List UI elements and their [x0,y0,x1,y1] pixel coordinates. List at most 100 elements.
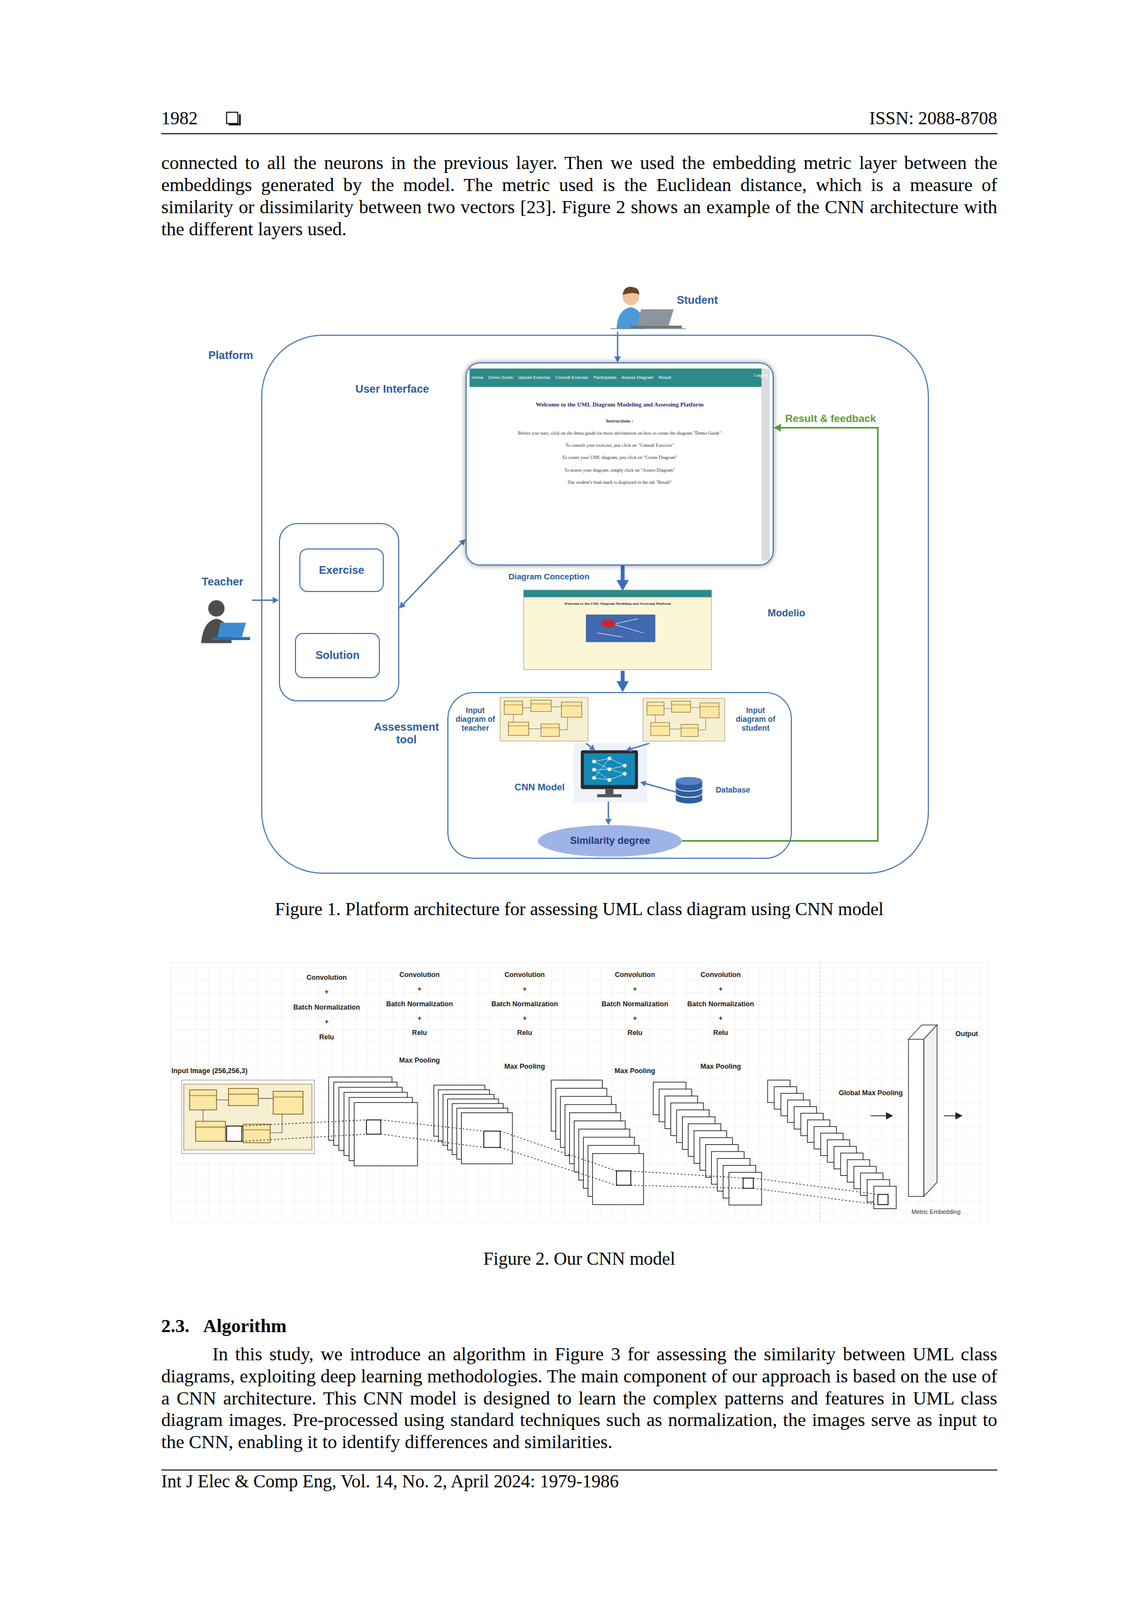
modelio-page [523,589,712,670]
layer-label: + [378,985,461,993]
layer-label: Batch Normalization [378,1000,461,1008]
monitor-frame [580,750,639,790]
layer-label: Relu [378,1028,461,1037]
cnn-backdrop [573,743,648,803]
exercise-box: Exercise [299,548,384,593]
node-label: Solution [315,648,360,662]
input-class-diagram [183,1084,313,1150]
header-rule [161,133,998,135]
layer-label: Convolution [378,970,461,979]
screen-nav-bar [469,368,763,387]
screen-title: Welcome to the UML Diagram Modeling and … [530,601,705,606]
pooling-arrow-head [885,1112,893,1120]
output-label: Output [955,1029,988,1038]
instruction-line: To create your UML diagram, just click o… [476,455,763,461]
layer-label: Max Pooling [378,1056,461,1065]
node-label: User Interface [355,382,458,396]
layer-label: Batch Normalization [286,1003,368,1012]
node-label: Similarity degree [569,834,650,847]
layer-label: Convolution [286,973,368,982]
input-label: Input Image (256,256,3) [171,1066,284,1075]
layer-label: Max Pooling [594,1066,676,1075]
layer-label: + [483,1014,566,1023]
input-image-frame [181,1080,315,1154]
network-node [592,767,596,772]
connector [616,670,630,693]
layer-label: Max Pooling [679,1062,762,1071]
cnn-model-icon: CNN Model [580,750,641,802]
connector-line [630,743,650,750]
screen-scroll-shadow [761,368,770,560]
teacher-class-diagram [500,696,589,741]
output-prism-front [908,1039,924,1197]
feature-map [592,1153,644,1205]
connector [640,780,678,793]
student-hair [622,286,640,295]
instruction-line: The student's final mark is displayed in… [476,479,763,486]
connector [625,743,650,752]
layer-label: Relu [679,1028,762,1037]
monitor-base [596,794,622,798]
layer-label: Batch Normalization [679,1000,762,1008]
feature-maps [328,1076,897,1209]
database-bands [675,786,703,797]
node-label: Diagram Conception [508,571,611,581]
teacher-laptop-base [212,636,250,641]
instruction-heading: Instructions : [476,418,763,425]
connector [399,538,466,609]
pooling-arrow-line [870,1115,888,1117]
body-paragraph: In this study, we introduce an algorithm… [161,1343,998,1453]
figure-2-art [170,962,989,1222]
kernel-square [366,1119,382,1135]
arrow-head [458,538,466,546]
arrow-head [616,680,630,692]
student-laptop [636,309,674,326]
similarity-ellipse: Similarity degree [537,825,683,857]
arrow-head [773,423,781,432]
modelio-links [596,618,643,637]
layer-label: + [594,985,676,993]
node-label: Input diagram of student [731,705,781,733]
body-paragraph: connected to all the neurons in the prev… [161,151,998,241]
network-nodes [592,756,627,782]
node-label: CNN Model [514,781,579,794]
connector [252,596,279,604]
network-node [607,778,612,782]
layer-label: Global Max Pooling [830,1089,912,1097]
network-node [592,775,596,780]
modelio-canvas [585,614,656,643]
section-title: Algorithm [203,1314,408,1337]
node-label: Exercise [318,563,364,577]
teacher-diagram-image: Input diagram of teacher [502,699,591,743]
monitor-screen [583,753,635,785]
output-prism-side [923,1024,938,1197]
layer-label: Max Pooling [483,1062,566,1071]
arrow-head [272,596,279,604]
layer-label: Relu [594,1028,676,1037]
modelio-nav-bar [523,589,712,597]
running-footer: Int J Elec & Comp Eng, Vol. 14, No. 2, A… [161,1471,876,1493]
tool-name: Modelio [767,607,819,620]
layer-label: + [286,1017,368,1026]
receptive-field-lines [241,1119,879,1205]
network-node [622,763,627,768]
connector-line [620,565,625,583]
feature-map [728,1172,762,1206]
grid-separator [819,962,821,1222]
kernels [226,1119,889,1205]
connector-line [607,801,610,821]
connector [614,331,621,363]
embedding-label: Metric Embedding [911,1208,980,1216]
connector-line [682,427,879,841]
database-icon: Database [677,778,706,807]
instruction-line: To assess your diagram, simply click on … [476,467,763,474]
arrow-head [605,818,612,826]
network-links [594,758,625,780]
layer-label: Convolution [483,970,566,979]
layer-label: + [483,985,566,993]
journal-issn: ISSN: 2088-8708 [742,108,998,130]
teacher-laptop [217,622,247,638]
nav-item: Consult Exercise [555,374,589,380]
kernel-square [616,1170,631,1186]
